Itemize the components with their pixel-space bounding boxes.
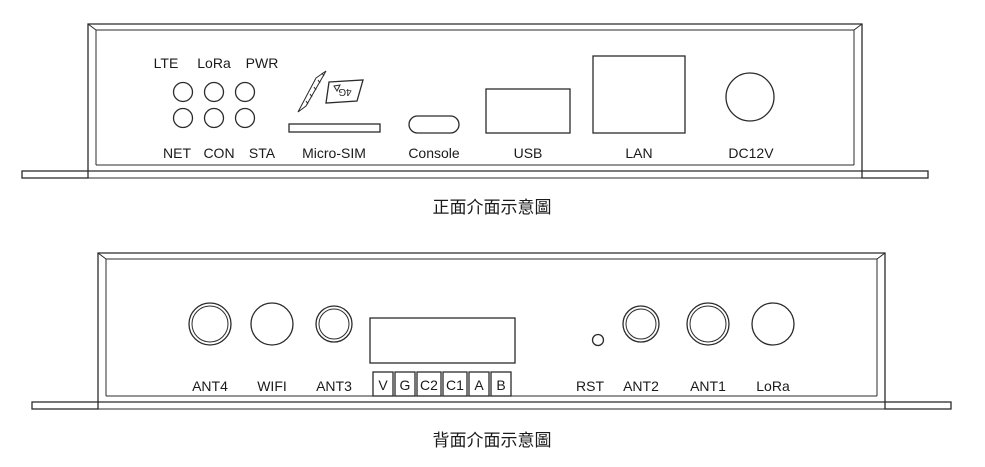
terminal-pin-v: V xyxy=(378,377,388,393)
ant2-connector-inner xyxy=(625,308,657,340)
ant1-connector-inner xyxy=(689,305,727,343)
usb-port xyxy=(485,88,571,134)
back-enclosure-bevel-right xyxy=(876,252,886,260)
led-label-lte: LTE xyxy=(154,55,179,71)
lora-label: LoRa xyxy=(756,378,790,394)
front-flange-left xyxy=(21,170,89,179)
front-flange-right xyxy=(861,170,929,179)
rst-button xyxy=(591,333,605,347)
micro-sim-slot xyxy=(288,123,381,133)
terminal-pin-box-v xyxy=(372,371,394,397)
led-lte xyxy=(172,81,194,103)
terminal-pin-box-c1 xyxy=(442,371,468,397)
back-panel: ANT4 WIFI ANT3 V G C2 C1 A B RST xyxy=(31,252,952,410)
terminal-block xyxy=(369,317,516,364)
terminal-pin-c1: C1 xyxy=(446,377,464,393)
led-label-net: NET xyxy=(163,145,191,161)
usb-label: USB xyxy=(514,145,543,161)
front-enclosure-bevel-right xyxy=(853,23,863,31)
rst-label: RST xyxy=(576,378,604,394)
micro-sim-label: Micro-SIM xyxy=(302,145,366,161)
led-sta xyxy=(234,107,256,129)
console-label: Console xyxy=(408,145,460,161)
terminal-pin-box-c2 xyxy=(416,371,442,397)
led-label-lora: LoRa xyxy=(197,55,231,71)
ant4-label: ANT4 xyxy=(192,378,228,394)
ant2-label: ANT2 xyxy=(623,378,659,394)
led-pwr xyxy=(234,81,256,103)
ant3-connector-inner xyxy=(318,308,350,340)
lan-port xyxy=(592,55,686,134)
front-panel: LTE LoRa PWR NET CON STA 4G Micro-SIM Co… xyxy=(21,23,929,179)
ant3-label: ANT3 xyxy=(316,378,352,394)
ant4-connector-inner xyxy=(191,305,229,343)
ant2-connector xyxy=(622,305,660,343)
back-enclosure-bevel-left xyxy=(97,252,107,260)
sim-card-icon: 4G xyxy=(297,70,364,113)
terminal-pin-c2: C2 xyxy=(420,377,438,393)
ant3-connector xyxy=(315,305,353,343)
terminal-pin-labels: V G C2 C1 A B xyxy=(372,371,512,397)
led-net xyxy=(172,107,194,129)
terminal-pin-box-a xyxy=(468,371,490,397)
led-lora xyxy=(203,81,225,103)
front-enclosure-bevel-left xyxy=(87,23,97,31)
dc-label: DC12V xyxy=(728,145,774,161)
wifi-connector xyxy=(250,302,294,346)
back-flange-left xyxy=(31,401,99,410)
terminal-pin-g: G xyxy=(400,377,411,393)
back-panel-caption: 背面介面示意圖 xyxy=(433,431,552,451)
wifi-label: WIFI xyxy=(257,378,287,394)
sim-card-text: 4G xyxy=(338,86,352,97)
led-label-sta: STA xyxy=(249,145,276,161)
back-flange-right xyxy=(884,401,952,410)
ant1-label: ANT1 xyxy=(690,378,726,394)
terminal-pin-a: A xyxy=(474,377,484,393)
lan-label: LAN xyxy=(625,145,652,161)
terminal-pin-box-g xyxy=(394,371,416,397)
ant4-connector xyxy=(188,302,232,346)
led-label-pwr: PWR xyxy=(246,55,279,71)
led-label-con: CON xyxy=(203,145,234,161)
dc-jack xyxy=(725,72,775,122)
led-con xyxy=(203,107,225,129)
console-port xyxy=(408,115,460,134)
lora-connector xyxy=(751,302,795,346)
terminal-pin-box-b xyxy=(490,371,512,397)
terminal-pin-b: B xyxy=(496,377,505,393)
ant1-connector xyxy=(686,302,730,346)
front-panel-caption: 正面介面示意圖 xyxy=(433,198,552,218)
